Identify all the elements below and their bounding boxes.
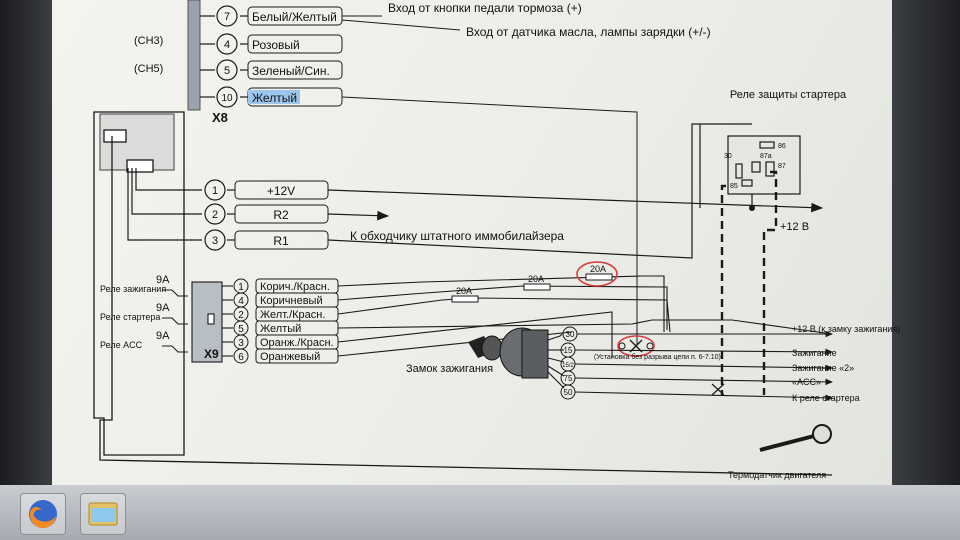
- relay-pin-86: 86: [778, 143, 786, 150]
- x8-pin-10-num: 10: [221, 93, 233, 104]
- channel-ch5-label: (CH5): [134, 63, 163, 75]
- break-note: (Установка без разрыва цепи п. 6-7.10): [594, 353, 721, 361]
- x8-pin-7-num: 7: [224, 11, 230, 23]
- relay-label-starter: Реле стартера: [100, 312, 160, 322]
- alarm-main-unit: [93, 111, 833, 476]
- relay-label-ignition: Реле зажигания: [100, 284, 166, 294]
- fuse-1-label: 20A: [456, 286, 472, 296]
- x9-pin-3-wire: Оранж./Красн.: [260, 337, 334, 349]
- x9-pin-2-num: 2: [238, 310, 244, 321]
- firefox-task-button[interactable]: [20, 493, 66, 535]
- relay-title: Реле защиты стартера: [730, 89, 847, 101]
- harness-pin-3: 3 R1: [204, 229, 329, 251]
- x9-pin-3: 3 Оранж./Красн.: [233, 334, 339, 350]
- output-ignition: Зажигание: [792, 348, 837, 358]
- firefox-icon: [29, 500, 57, 529]
- x9-pin-2-wire: Желт./Красн.: [260, 309, 325, 321]
- relay-amp-3: 9A: [156, 330, 170, 342]
- circuit-break-marker: [617, 335, 655, 357]
- x9-pin-1: 1 Корич./Красн.: [233, 278, 339, 294]
- channel-ch3-label: (CH3): [134, 35, 163, 47]
- x9-pin-1-wire: Корич./Красн.: [260, 281, 330, 293]
- fuse-2: 20A: [523, 274, 551, 291]
- file-explorer-icon: [88, 502, 118, 526]
- output-ignition-2: Зажигание «2»: [792, 363, 854, 373]
- x8-pin-10-wire[interactable]: Желтый: [252, 91, 297, 105]
- x9-pin-5: 5 Желтый: [233, 320, 339, 336]
- ignition-pin-50: 50: [564, 388, 573, 397]
- ignition-pin-15-2: 15/2: [562, 363, 574, 369]
- ignition-lock: [468, 327, 549, 379]
- ignition-pin-75: 75: [564, 374, 573, 383]
- output-starter-relay: К реле стартера: [792, 393, 860, 403]
- harness-pin-1-num: 1: [212, 185, 218, 197]
- explorer-task-button[interactable]: [80, 493, 126, 535]
- relay-pin-87a: 87a: [760, 153, 772, 160]
- relay-amp-2: 9A: [156, 302, 170, 314]
- starter-relay: [699, 124, 801, 210]
- harness-pin-2: 2 R2: [204, 203, 329, 225]
- x8-pin-4-wire: Розовый: [252, 38, 300, 52]
- screen-document-view: X8 (CH3) (CH5) 7 Белый/Желтый 4 Розовый …: [52, 0, 900, 490]
- relay-pin-85: 85: [730, 183, 738, 190]
- x9-pin-5-wire: Желтый: [260, 323, 301, 335]
- oil-sensor-label: Вход от датчика масла, лампы зарядки (+/…: [466, 25, 711, 39]
- relay-label-acc: Реле ACC: [100, 340, 143, 350]
- ignition-pins: 30 15 15/2 75 50: [560, 326, 578, 400]
- harness-pin-1-label: +12V: [267, 184, 295, 198]
- x8-pin-4: 4 Розовый: [216, 33, 343, 55]
- brake-input-label: Вход от кнопки педали тормоза (+): [388, 1, 582, 15]
- x8-pin-10: 10 Желтый: [216, 86, 343, 108]
- ignition-title: Замок зажигания: [406, 363, 493, 375]
- ignition-pin-15: 15: [564, 346, 573, 355]
- harness-pin-3-label: R1: [273, 234, 289, 248]
- x8-pin-7: 7 Белый/Желтый: [216, 5, 343, 27]
- x9-pin-4-num: 4: [238, 296, 244, 307]
- relay-pin-30: 30: [724, 153, 732, 160]
- harness-pin-2-label: R2: [273, 208, 289, 222]
- fuse-2-label: 20A: [528, 274, 544, 284]
- x8-pin-5: 5 Зеленый/Син.: [216, 59, 343, 81]
- plus12-label: +12 В: [780, 221, 809, 233]
- x8-pin-4-num: 4: [224, 39, 230, 51]
- ignition-pin-30: 30: [566, 330, 575, 339]
- x9-pin-6-num: 6: [238, 352, 244, 363]
- x9-pin-1-num: 1: [238, 282, 244, 293]
- x9-pin-4: 4 Коричневый: [233, 292, 339, 308]
- harness-pin-2-num: 2: [212, 209, 218, 221]
- x9-pin-2: 2 Желт./Красн.: [233, 306, 339, 322]
- fuse-highlight-circle: [576, 261, 618, 287]
- break-highlight-circle: [617, 335, 655, 357]
- x8-name: X8: [212, 110, 228, 125]
- fuse-3: 20A: [576, 261, 618, 287]
- x9-pin-6: 6 Оранжевый: [233, 348, 339, 364]
- taskbar: [0, 485, 960, 540]
- monitor-bezel-left: [0, 0, 52, 490]
- x9-name: X9: [204, 347, 219, 361]
- fuse-1: 20A: [451, 286, 479, 303]
- monitor-bezel-right: [892, 0, 960, 490]
- x9-relay-group: [162, 281, 223, 363]
- thermo-label: Термодатчик двигателя: [728, 470, 826, 480]
- x8-pin-5-wire: Зеленый/Син.: [252, 64, 330, 78]
- x9-pin-4-wire: Коричневый: [260, 295, 323, 307]
- engine-temp-sensor: [759, 424, 832, 452]
- bypass-label: К обходчику штатного иммобилайзера: [350, 229, 564, 243]
- relay-amp-1: 9A: [156, 274, 170, 286]
- x8-pin-5-num: 5: [224, 65, 230, 77]
- text-selection-highlight: [248, 90, 300, 104]
- harness-pin-1: 1 +12V: [204, 179, 329, 201]
- relay-pin-87: 87: [778, 163, 786, 170]
- x8-connector-body: [187, 0, 201, 111]
- output-acc: «ACC»: [792, 377, 821, 387]
- x9-pin-3-num: 3: [238, 338, 244, 349]
- fuse-3-label: 20A: [590, 264, 606, 274]
- output-plus12: +12 В (к замку зажигания): [792, 324, 900, 334]
- x9-pin-6-wire: Оранжевый: [260, 351, 320, 363]
- x9-pin-5-num: 5: [238, 324, 244, 335]
- x8-pin-7-wire: Белый/Желтый: [252, 10, 337, 24]
- harness-pin-3-num: 3: [212, 235, 218, 247]
- wiring-diagram: X8 (CH3) (CH5) 7 Белый/Желтый 4 Розовый …: [93, 0, 900, 480]
